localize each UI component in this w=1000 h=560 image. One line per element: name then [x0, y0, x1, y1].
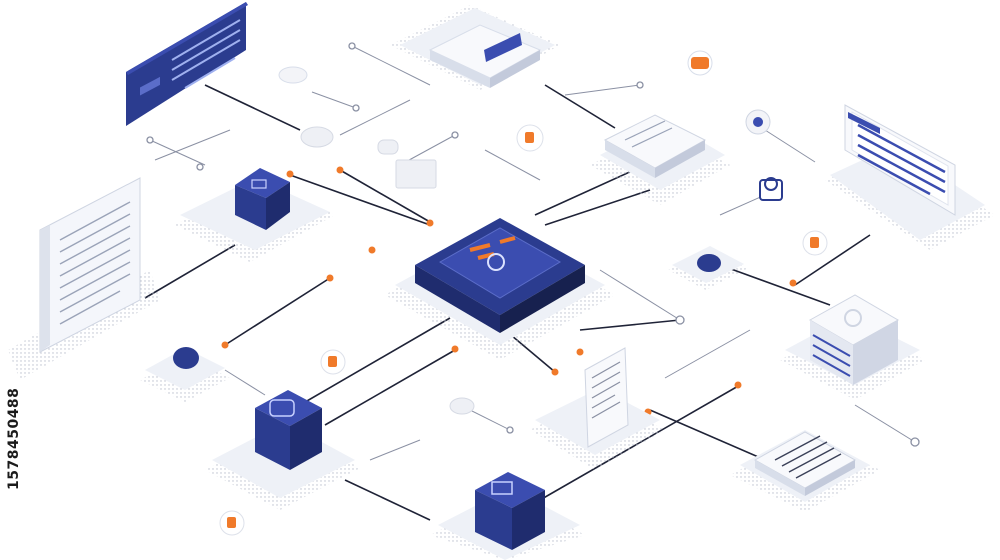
padlock-icon: [269, 399, 295, 417]
bottom-right-papers: [730, 430, 880, 512]
upper-left-server-block: [175, 168, 335, 262]
globe-icon: [278, 66, 308, 84]
stacked-papers: [590, 114, 730, 205]
central-chip: [385, 218, 615, 360]
stock-id-watermark: 1578450488: [6, 387, 22, 490]
lock-icon: [759, 177, 783, 201]
badge-icons: [219, 124, 828, 536]
bottom-left-server-block: [205, 390, 360, 510]
grey-nodes: [146, 42, 920, 447]
top-server-platform: [390, 5, 560, 90]
middle-document: [530, 347, 665, 470]
gear-icon: [745, 109, 771, 135]
left-document: [8, 177, 160, 380]
right-server-stack: [780, 294, 925, 400]
faint-icons: [300, 126, 475, 415]
lock-icon: [687, 50, 713, 76]
accent-nodes: [221, 166, 797, 416]
bottom-center-server-block: [430, 472, 585, 560]
small-node-right: [668, 246, 748, 290]
dark-screen-panel: [126, 2, 248, 126]
monitor-icon: [825, 104, 995, 250]
small-node-left: [140, 347, 230, 402]
